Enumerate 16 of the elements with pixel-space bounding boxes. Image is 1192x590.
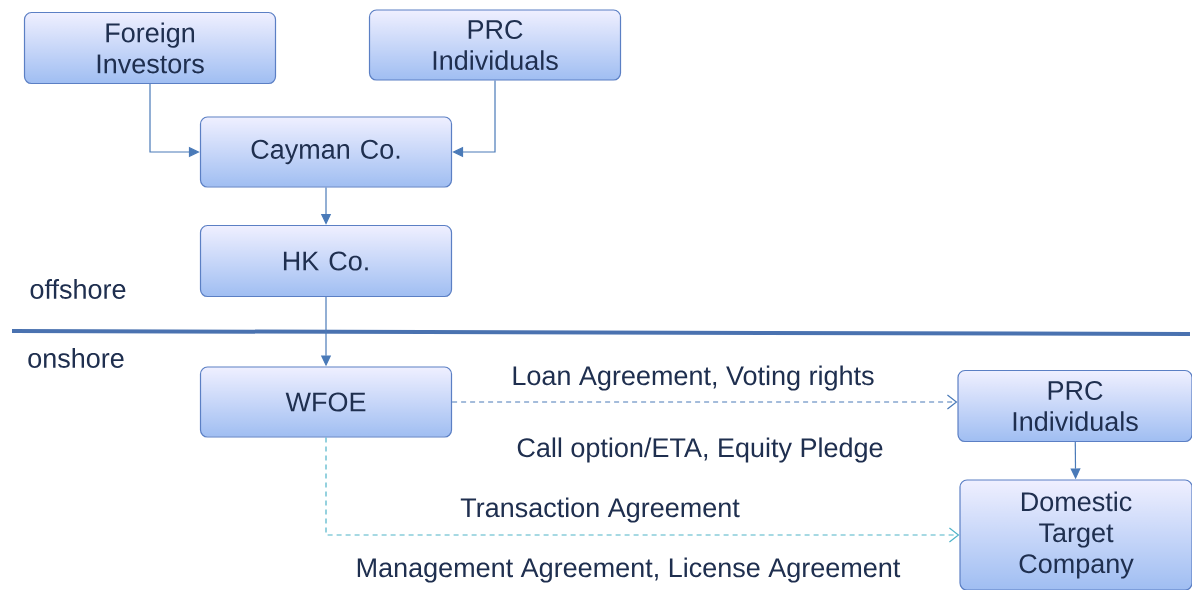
arrow <box>452 80 496 158</box>
arrow <box>325 437 960 543</box>
entity-box: PRC Individuals <box>368 9 622 81</box>
agreement-label: Management Agreement, License Agreement <box>357 557 901 583</box>
zone-label: offshore <box>30 279 126 299</box>
entity-box: HK Co. <box>199 224 453 298</box>
entity-box: WFOE <box>199 366 453 438</box>
entity-box: Cayman Co. <box>199 116 453 188</box>
edge-label: Transaction Agreement <box>458 495 742 525</box>
arrow <box>451 394 958 410</box>
entity-box: Foreign Investors <box>23 11 277 85</box>
entity-box: PRC Individuals <box>957 369 1192 443</box>
entity-box: Domestic Target Company <box>959 479 1192 590</box>
edge-label: Loan Agreement, Voting rights <box>509 363 877 393</box>
agreement-label: Call option/ETA, Equity Pledge <box>517 437 883 463</box>
zone-label: onshore <box>28 348 124 368</box>
